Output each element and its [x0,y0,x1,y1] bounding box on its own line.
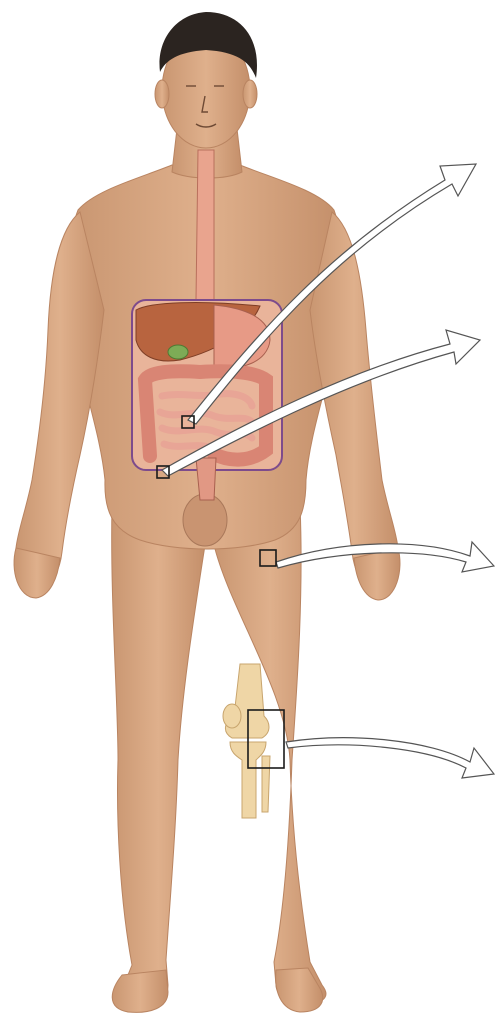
knee-bones [223,664,270,818]
left-leg [214,505,326,1003]
left-ear [243,80,257,108]
fibula [262,756,270,812]
esophagus [196,150,214,310]
right-ear [155,80,169,108]
patella [223,704,241,728]
rectum [196,458,216,500]
right-foot [112,970,168,1012]
left-arm [310,212,398,590]
pelvic-region [183,494,227,546]
gallbladder [168,345,188,359]
right-leg [112,505,205,1003]
right-arm [16,212,104,588]
arrow-knee [286,738,494,778]
